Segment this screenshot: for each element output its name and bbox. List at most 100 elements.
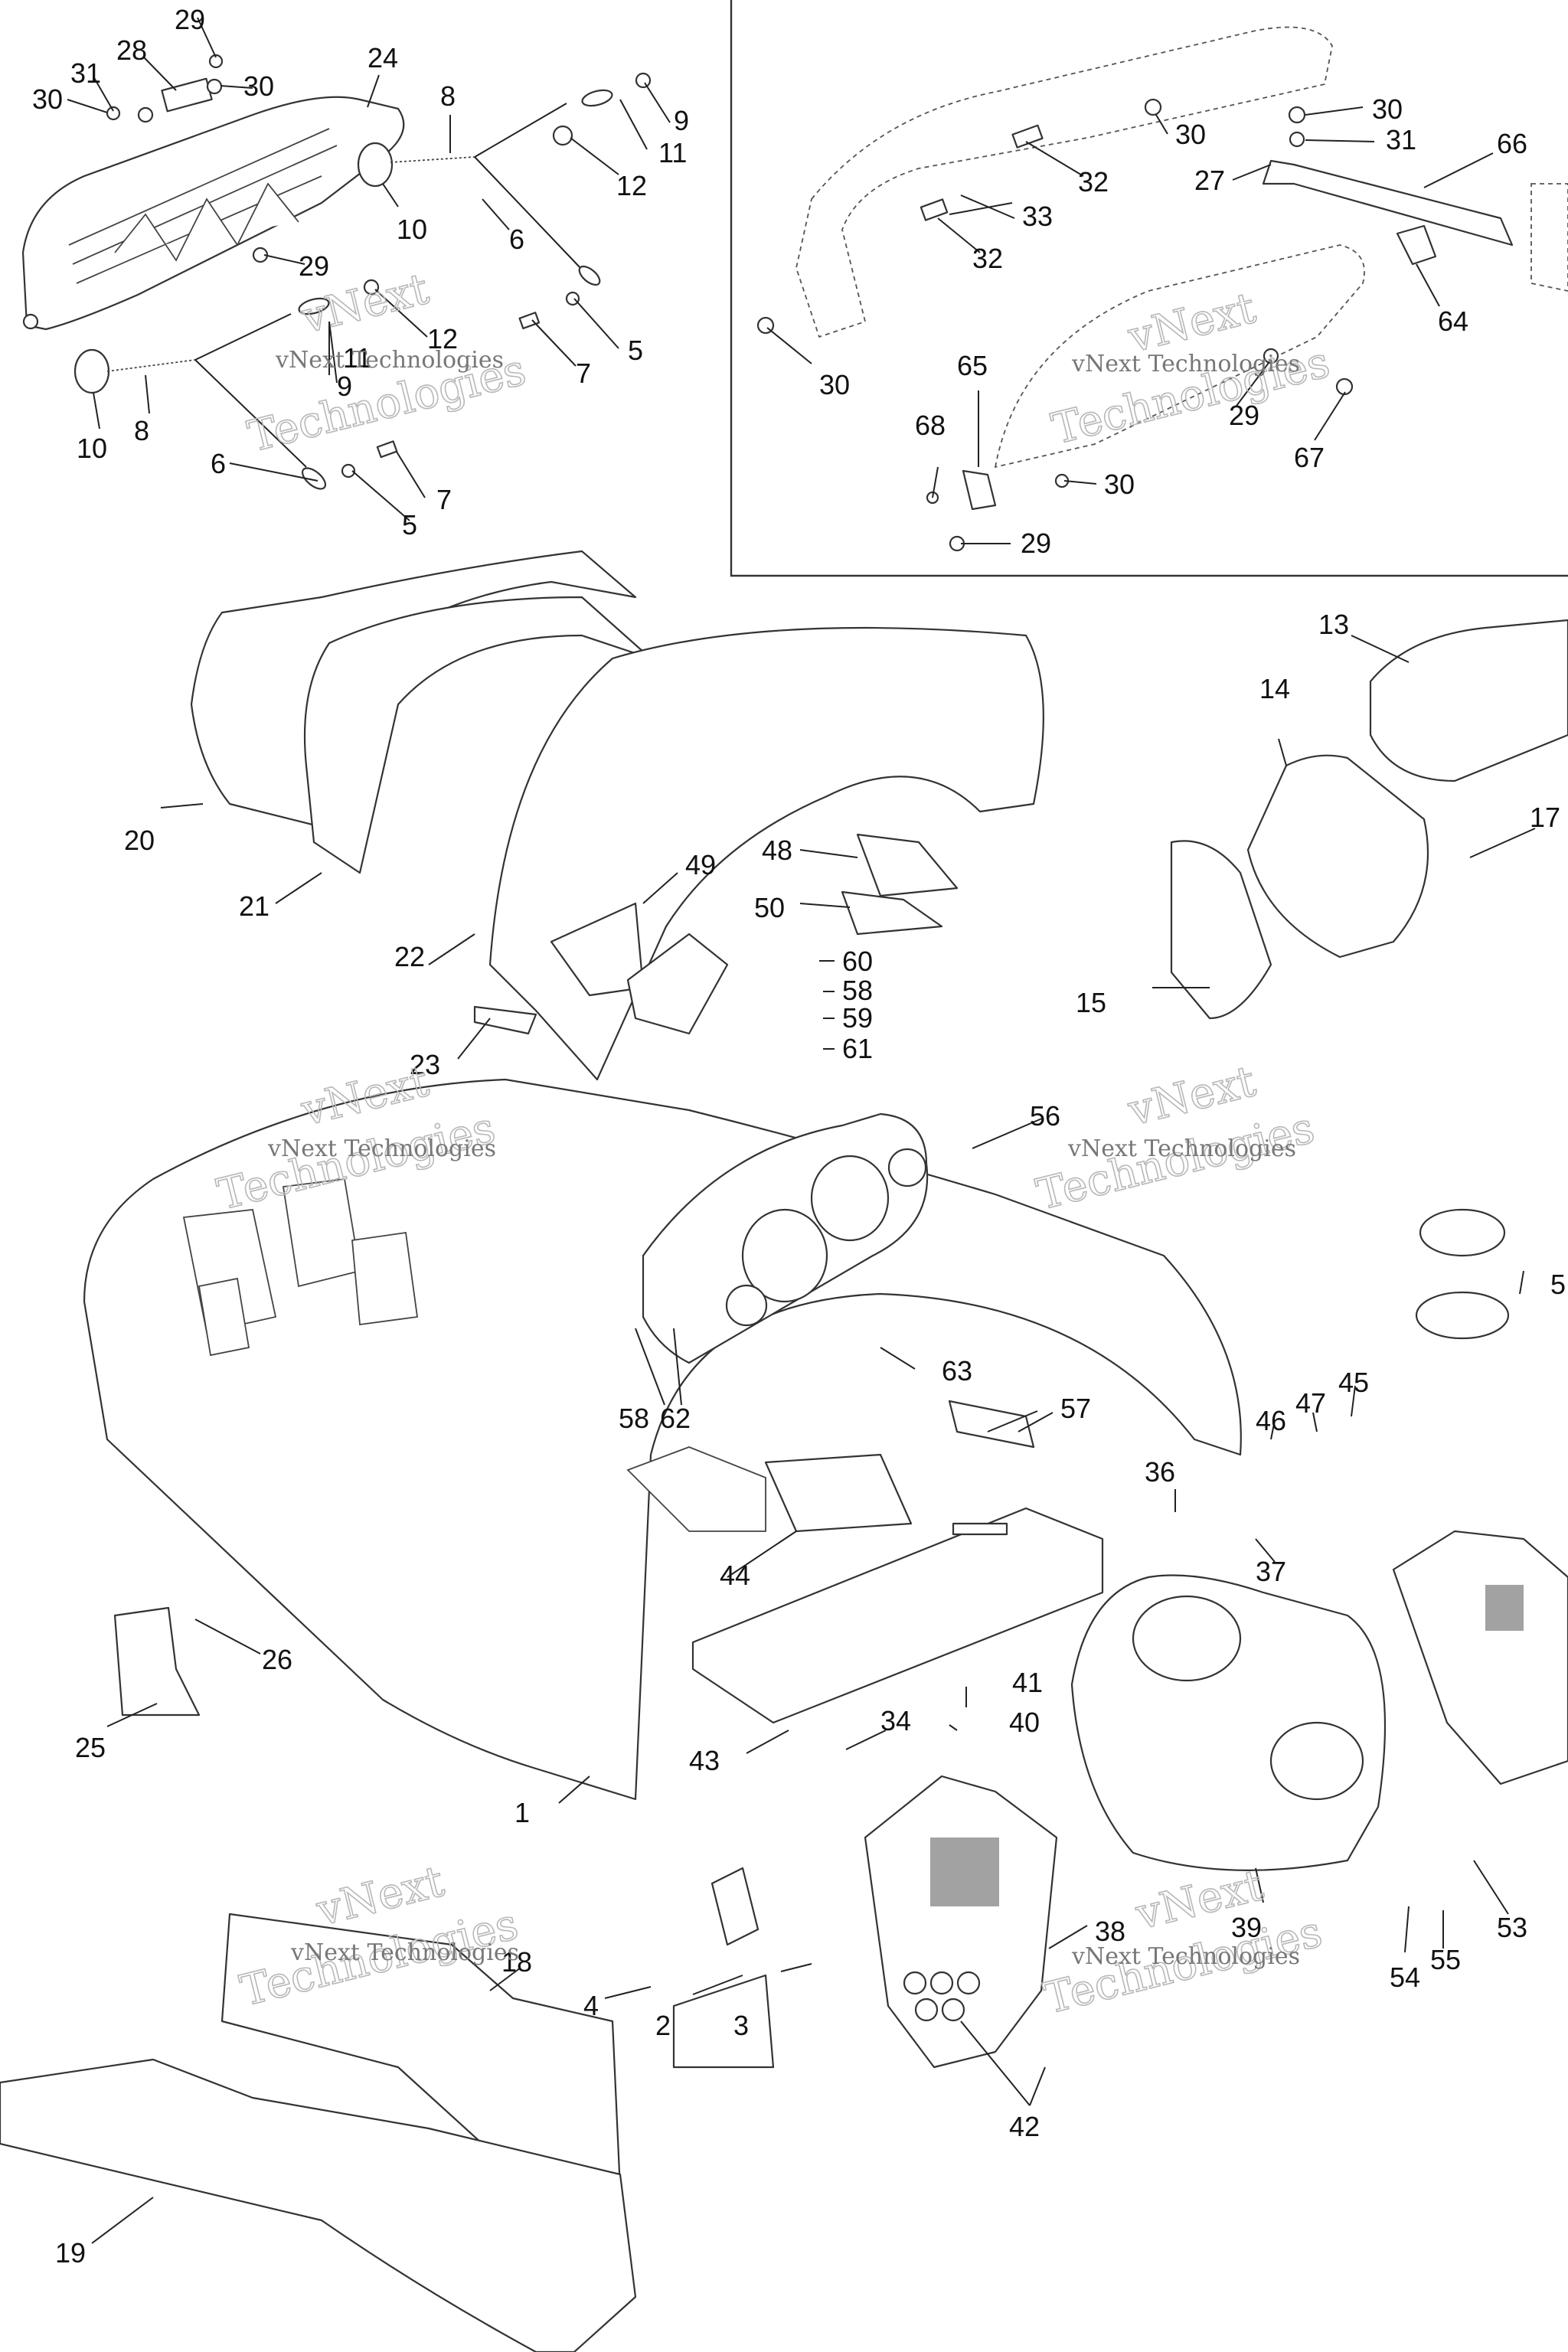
fuel-tank-console xyxy=(1070,1208,1510,1871)
callout-48: 48 xyxy=(762,835,792,866)
callout-58: 58 xyxy=(619,1403,649,1434)
callout-5: 5 xyxy=(1550,1269,1566,1300)
callout-59: 59 xyxy=(842,1002,873,1034)
callout-66: 66 xyxy=(1497,128,1527,159)
callout-34: 34 xyxy=(880,1705,911,1736)
callout-2: 2 xyxy=(655,2010,671,2041)
callout-1: 1 xyxy=(514,1797,530,1828)
callout-54: 54 xyxy=(1390,1962,1420,1993)
callout-38: 38 xyxy=(1095,1916,1125,1947)
callout-27: 27 xyxy=(1194,165,1225,196)
left-knee-pad xyxy=(864,1775,1058,2069)
callout-11: 11 xyxy=(658,137,687,168)
callout-30: 30 xyxy=(1372,93,1403,125)
right-vent-covers xyxy=(1170,619,1568,1020)
main-hood xyxy=(83,1078,1242,1801)
callout-44: 44 xyxy=(720,1560,750,1591)
callout-45: 45 xyxy=(1338,1367,1369,1398)
callout-9: 9 xyxy=(337,371,352,402)
callout-10: 10 xyxy=(77,433,107,464)
callout-31: 31 xyxy=(70,57,101,89)
callout-20: 20 xyxy=(124,825,155,856)
callout-29: 29 xyxy=(299,250,329,282)
callout-62: 62 xyxy=(660,1403,691,1434)
watermark-text: vNext Technologies xyxy=(1071,351,1300,377)
callout-55: 55 xyxy=(1430,1944,1461,1975)
callout-30: 30 xyxy=(32,83,63,115)
callout-11: 11 xyxy=(343,342,371,374)
callout-15: 15 xyxy=(1076,987,1106,1018)
callout-56: 56 xyxy=(1030,1100,1060,1132)
callout-41: 41 xyxy=(1012,1667,1043,1698)
callout-24: 24 xyxy=(368,42,398,74)
callout-67: 67 xyxy=(1294,442,1325,473)
callout-5: 5 xyxy=(402,509,417,541)
callout-25: 25 xyxy=(75,1732,106,1763)
callout-7: 7 xyxy=(436,484,452,515)
callout-30: 30 xyxy=(243,70,274,102)
side-panels xyxy=(190,550,1044,1081)
callout-40: 40 xyxy=(1009,1707,1040,1738)
callout-46: 46 xyxy=(1256,1405,1286,1436)
callout-29: 29 xyxy=(1229,400,1259,431)
callout-58: 58 xyxy=(842,975,873,1006)
callout-13: 13 xyxy=(1318,609,1349,640)
watermark-text: vNext Technologies xyxy=(1071,1943,1300,1970)
callout-23: 23 xyxy=(410,1049,440,1080)
callout-labels: 29 28 31 30 30 24 8 9 11 12 10 6 29 12 1… xyxy=(32,4,1566,2269)
callout-32: 32 xyxy=(1078,166,1109,198)
callout-9: 9 xyxy=(674,105,689,136)
callout-12: 12 xyxy=(427,323,458,354)
callout-33: 33 xyxy=(1022,201,1053,232)
callout-65: 65 xyxy=(957,350,988,381)
callout-63: 63 xyxy=(942,1355,972,1387)
callout-14: 14 xyxy=(1259,673,1290,704)
callout-17: 17 xyxy=(1530,802,1560,833)
callout-4: 4 xyxy=(583,1990,599,2021)
callout-29: 29 xyxy=(1021,528,1051,559)
callout-37: 37 xyxy=(1256,1556,1286,1587)
callout-10: 10 xyxy=(397,214,427,245)
callout-49: 49 xyxy=(685,849,716,880)
callout-26: 26 xyxy=(262,1644,292,1675)
callout-21: 21 xyxy=(239,890,270,922)
callout-39: 39 xyxy=(1231,1912,1262,1943)
grab-cable-upper xyxy=(357,72,652,330)
callout-12: 12 xyxy=(616,170,647,201)
grab-cable-lower xyxy=(74,279,398,490)
instrument-panel xyxy=(642,1112,1035,1449)
callout-6: 6 xyxy=(509,224,524,255)
callout-28: 28 xyxy=(116,34,147,66)
callout-18: 18 xyxy=(501,1946,532,1978)
callout-43: 43 xyxy=(689,1745,720,1776)
callout-42: 42 xyxy=(1009,2111,1040,2142)
callout-30: 30 xyxy=(819,369,850,400)
callout-61: 61 xyxy=(842,1033,873,1064)
callout-6: 6 xyxy=(211,448,226,479)
callout-5: 5 xyxy=(628,335,643,366)
callout-53: 53 xyxy=(1497,1912,1527,1943)
callout-57: 57 xyxy=(1060,1393,1091,1424)
callout-3: 3 xyxy=(733,2010,749,2041)
right-knee-pad xyxy=(1392,1530,1568,1785)
callout-60: 60 xyxy=(842,946,873,977)
inset-frame xyxy=(730,0,1568,577)
callout-29: 29 xyxy=(175,4,205,35)
storage-tray xyxy=(672,1453,1104,2069)
callout-30: 30 xyxy=(1104,469,1135,500)
watermark-text: vNext Technologies xyxy=(275,347,504,374)
callout-64: 64 xyxy=(1438,305,1468,337)
callout-50: 50 xyxy=(754,892,785,923)
callout-36: 36 xyxy=(1145,1456,1175,1488)
callout-31: 31 xyxy=(1386,124,1416,155)
callout-30: 30 xyxy=(1175,119,1206,150)
callout-47: 47 xyxy=(1295,1387,1326,1419)
watermark-text: vNext Technologies xyxy=(267,1135,496,1162)
callout-68: 68 xyxy=(915,410,946,441)
callout-19: 19 xyxy=(55,2237,86,2269)
rear-bumper-assembly xyxy=(21,54,405,331)
bottom-left-brackets xyxy=(0,1606,760,2352)
leader-lines xyxy=(67,17,1536,2244)
watermark-text: vNext Technologies xyxy=(1067,1135,1296,1162)
